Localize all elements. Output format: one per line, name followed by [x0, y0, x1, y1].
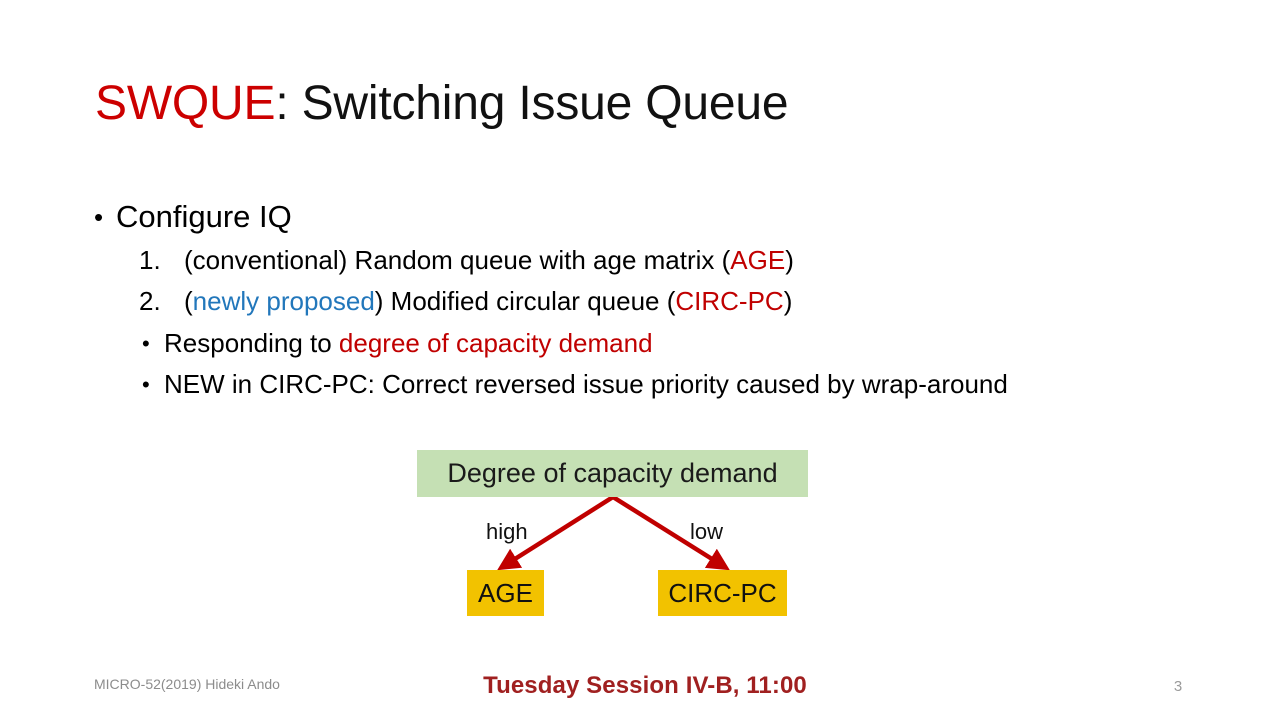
bullet-dot-icon: •	[142, 372, 150, 397]
title-accent-text: SWQUE	[95, 77, 276, 130]
arrow-low-to-circpc	[611, 495, 730, 571]
page-title: SWQUE: Switching Issue Queue	[95, 74, 789, 134]
footer-attribution: MICRO-52(2019) Hideki Ando	[94, 676, 280, 692]
bullet-dot-icon: •	[142, 331, 150, 356]
diagram-arrows	[497, 495, 730, 571]
list-item-text-pre: (	[184, 286, 193, 316]
numbered-list: 1. (conventional) Random queue with age …	[94, 240, 1214, 322]
footer-session-info: Tuesday Session IV-B, 11:00	[0, 672, 1280, 700]
list-item-text: (conventional) Random queue with age mat…	[184, 240, 794, 281]
footer-session-text: Tuesday Session IV-B, 11:00	[483, 672, 807, 699]
page-number: 3	[1173, 678, 1183, 695]
body-content: • Configure IQ 1. (conventional) Random …	[94, 196, 1214, 405]
list-item-highlight-blue: newly proposed	[192, 286, 375, 316]
list-item: • Responding to degree of capacity deman…	[94, 323, 1214, 364]
sub-bullet-list: • Responding to degree of capacity deman…	[94, 323, 1214, 405]
list-item-number: 2.	[139, 286, 161, 316]
list-item-highlight: degree of capacity demand	[338, 328, 653, 358]
diagram-node-age: AGE	[467, 570, 544, 616]
list-item: 1. (conventional) Random queue with age …	[94, 240, 1214, 281]
diagram-edge-label-low: low	[690, 519, 724, 544]
bullet-dot-icon: •	[94, 202, 104, 232]
diagram-node-circpc: CIRC-PC	[658, 570, 787, 616]
list-item-text: (newly proposed) Modified circular queue…	[184, 281, 792, 322]
list-item: 2. (newly proposed) Modified circular qu…	[94, 281, 1214, 322]
arrow-high-to-age	[497, 495, 615, 571]
bullet-configure-iq: • Configure IQ	[94, 196, 1214, 238]
decision-diagram: Degree of capacity demand high low AGE C…	[400, 440, 840, 630]
title-rest-text: : Switching Issue Queue	[275, 77, 789, 130]
list-item-text-pre: Responding to	[164, 328, 339, 358]
list-item-number: 1.	[139, 245, 161, 275]
list-item-text-pre: (conventional) Random queue with age mat…	[184, 245, 731, 275]
bullet-label: Configure IQ	[116, 199, 292, 234]
list-item-text: NEW in CIRC-PC: Correct reversed issue p…	[164, 364, 1008, 405]
list-item-text-mid: ) Modified circular queue (	[374, 286, 676, 316]
list-item-text: Responding to degree of capacity demand	[164, 323, 653, 364]
list-item: • NEW in CIRC-PC: Correct reversed issue…	[94, 364, 1214, 405]
list-item-text-post: )	[785, 245, 794, 275]
list-item-text-post: )	[783, 286, 793, 316]
list-item-highlight: AGE	[730, 245, 786, 275]
diagram-root-node: Degree of capacity demand	[417, 450, 808, 497]
list-item-text-pre: NEW in CIRC-PC: Correct reversed issue p…	[164, 369, 1008, 399]
list-item-highlight: CIRC-PC	[675, 286, 784, 316]
diagram-edge-label-high: high	[486, 519, 528, 544]
